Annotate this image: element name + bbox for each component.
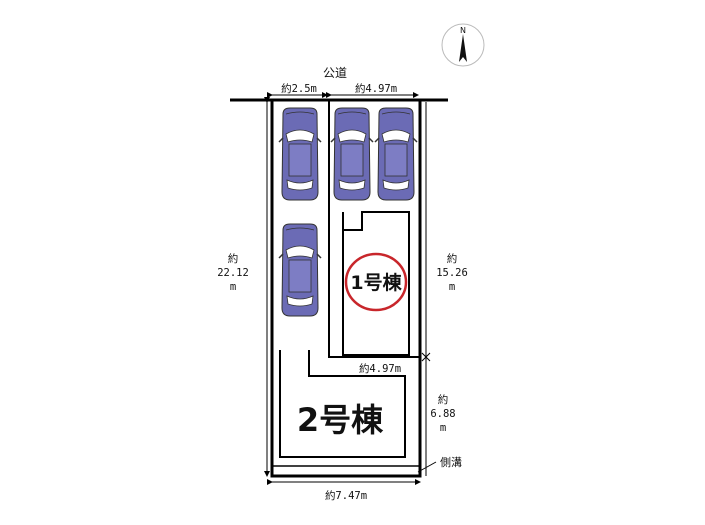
car-icon	[278, 223, 322, 317]
svg-text:m: m	[449, 281, 455, 293]
car-icon	[278, 107, 322, 201]
dim-left-height: 約 22.12 m	[217, 252, 249, 293]
building1-label: 1号棟	[350, 271, 402, 294]
building2-outline	[279, 350, 406, 458]
dim-right-lower-height: 約 6.88 m	[430, 393, 455, 434]
north-compass-icon: N	[441, 23, 485, 67]
building1-highlight-circle	[344, 252, 408, 312]
lot-boundary	[264, 97, 431, 478]
road-label: 公道	[323, 66, 347, 80]
dim-top-right: 約4.97m	[355, 82, 397, 95]
svg-text:22.12: 22.12	[217, 267, 249, 279]
gutter-label: 側溝	[440, 456, 462, 469]
svg-text:15.26: 15.26	[436, 267, 468, 279]
svg-text:約: 約	[228, 252, 239, 265]
building2-label: 2号棟	[297, 401, 384, 439]
svg-text:約: 約	[447, 252, 458, 265]
dim-bottom-width: 約7.47m	[325, 489, 367, 502]
svg-text:m: m	[230, 281, 236, 293]
dim-middle-width: 約4.97m	[359, 362, 401, 375]
car-icon	[374, 107, 418, 201]
gutter-leader-line	[417, 461, 437, 473]
dim-top-left: 約2.5m	[281, 82, 317, 95]
svg-text:約: 約	[438, 393, 449, 406]
svg-text:m: m	[440, 422, 446, 434]
compass-north-label: N	[460, 26, 466, 35]
dim-right-upper-height: 約 15.26 m	[436, 252, 468, 293]
svg-text:6.88: 6.88	[430, 408, 455, 420]
building1-outline	[342, 211, 410, 356]
car-icon	[330, 107, 374, 201]
